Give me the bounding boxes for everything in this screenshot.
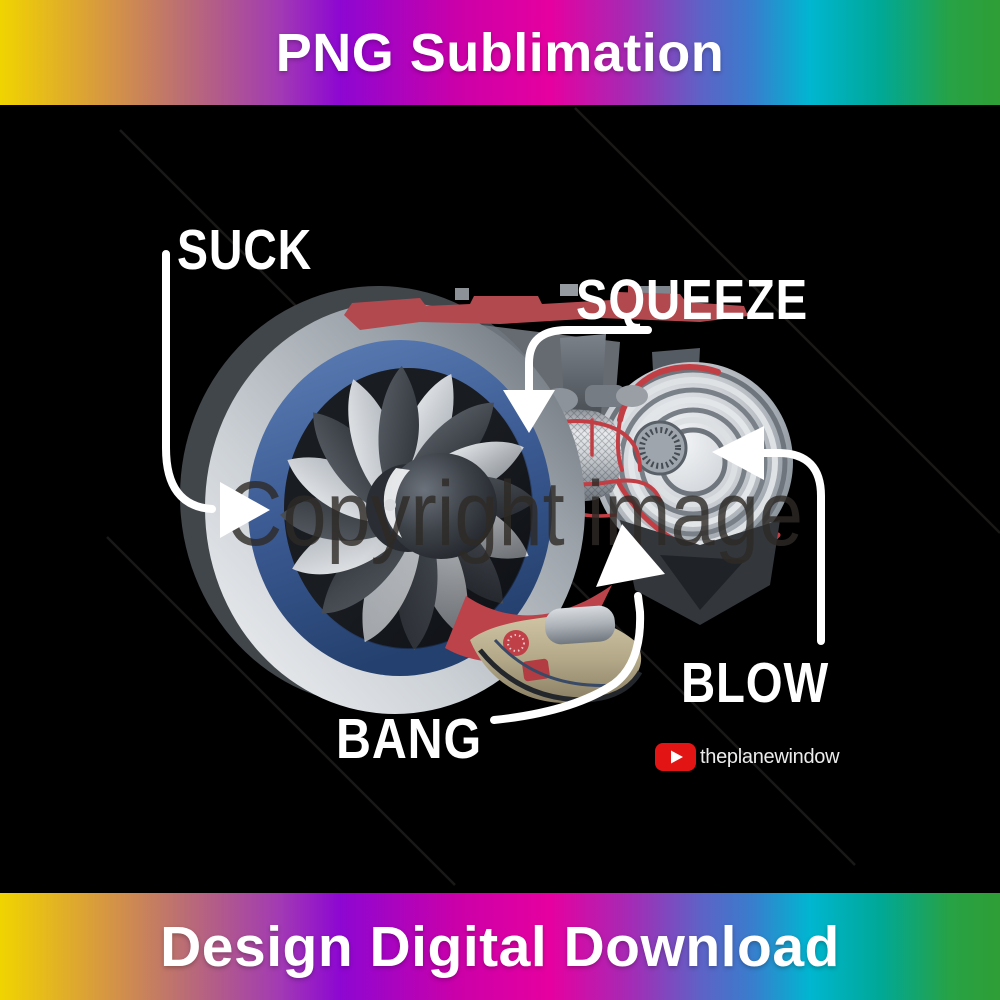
squeeze-arrowhead <box>503 390 555 433</box>
suck-arrow-line <box>162 250 216 513</box>
label-squeeze: SQUEEZE <box>576 268 808 332</box>
annotation-bang: BANG <box>336 524 665 771</box>
blow-arrow-line <box>760 449 825 645</box>
copyright-watermark: Copyright image <box>225 463 803 565</box>
label-bang: BANG <box>336 707 482 771</box>
exhaust-section <box>620 520 780 625</box>
turbofan-engine-illustration <box>180 284 793 714</box>
blow-arrowhead <box>712 426 764 480</box>
bang-arrow-line <box>490 592 645 724</box>
suck-arrowhead <box>220 482 270 538</box>
annotation-suck: SUCK <box>162 218 312 538</box>
channel-name: theplanewindow <box>700 745 840 768</box>
top-red-rail <box>344 284 748 330</box>
bottom-banner: Design Digital Download <box>0 893 1000 1000</box>
engine-diagram: Copyright image SUCK SQUEEZE BLOW BANG <box>106 107 1000 886</box>
youtube-channel-badge: theplanewindow <box>655 743 840 771</box>
youtube-play-icon <box>655 743 696 771</box>
bang-arrowhead <box>596 524 665 587</box>
bottom-banner-title: Design Digital Download <box>160 914 840 979</box>
annotation-blow: BLOW <box>681 426 829 715</box>
top-banner-title: PNG Sublimation <box>275 22 725 83</box>
squeeze-arrow-line <box>525 326 652 396</box>
spinner-cone <box>383 453 497 559</box>
top-banner: PNG Sublimation <box>0 0 1000 105</box>
annotation-squeeze: SQUEEZE <box>503 268 808 433</box>
label-blow: BLOW <box>681 651 829 715</box>
label-suck: SUCK <box>177 218 312 282</box>
